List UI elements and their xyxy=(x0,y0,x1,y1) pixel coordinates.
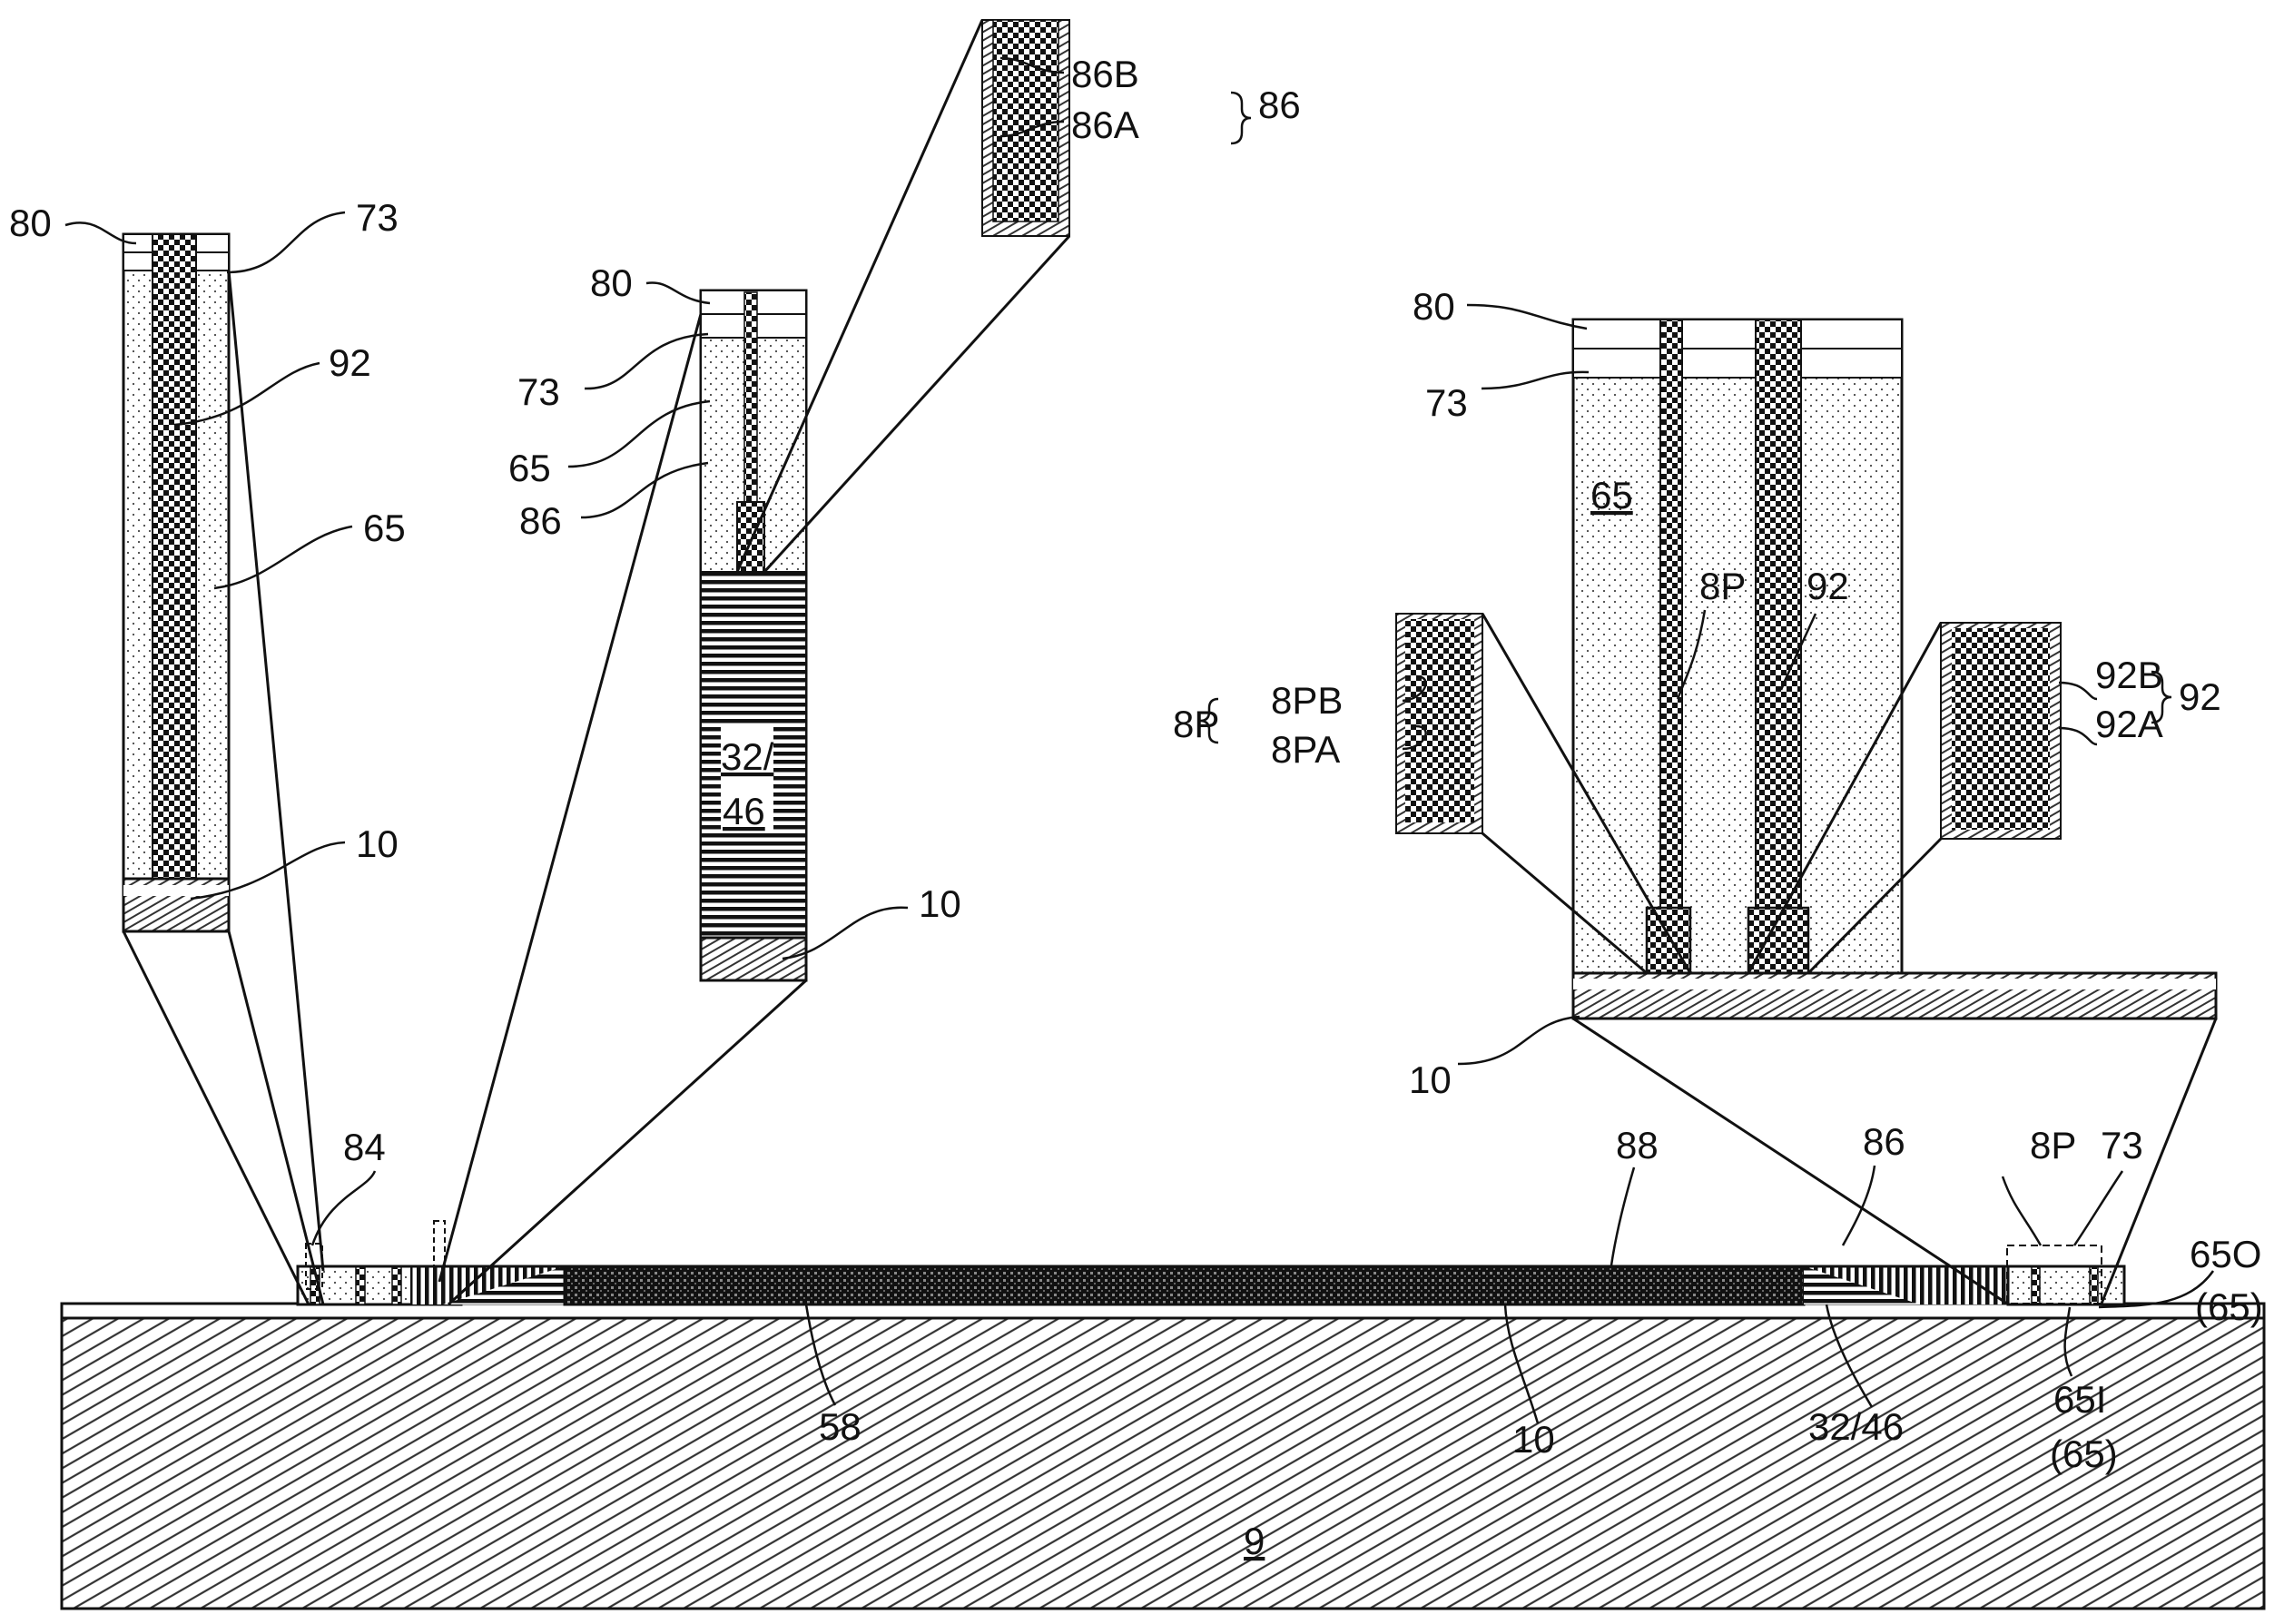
label-73-a: 73 xyxy=(356,196,399,239)
braces xyxy=(1199,91,2172,744)
inset-middle-column xyxy=(699,289,808,982)
contact-dashed-2 xyxy=(433,1220,446,1285)
inset-8P-zoom xyxy=(1395,613,1483,834)
label-10-b: 10 xyxy=(919,882,961,925)
label-65I: 65I xyxy=(2053,1378,2106,1421)
label-65O-paren: (65) xyxy=(2195,1285,2263,1328)
conductor-8P xyxy=(1659,319,1683,974)
label-86-b: 86 xyxy=(519,499,562,542)
inset-86-zoom xyxy=(981,19,1070,237)
labels: 80 73 92 65 10 80 73 65 86 32/ 46 10 86B… xyxy=(9,53,2263,1562)
label-46-b: 46 xyxy=(723,790,765,832)
label-8PA: 8PA xyxy=(1271,728,1340,771)
label-92A: 92A xyxy=(2095,703,2163,745)
label-65I-paren: (65) xyxy=(2050,1432,2118,1475)
label-86: 86 xyxy=(1258,84,1301,126)
label-65-a: 65 xyxy=(363,507,406,549)
inset-92-zoom xyxy=(1940,622,2062,840)
label-80-c: 80 xyxy=(1413,285,1455,328)
label-92: 92 xyxy=(2179,675,2221,718)
device-row xyxy=(296,1220,2126,1306)
label-80-b: 80 xyxy=(590,261,633,304)
label-65-b: 65 xyxy=(508,447,551,489)
label-65O: 65O xyxy=(2190,1233,2261,1275)
label-10-s: 10 xyxy=(1512,1418,1555,1461)
substrate-9 xyxy=(60,1302,2266,1610)
leader-lines xyxy=(64,56,2215,1424)
label-65-c: 65 xyxy=(1590,474,1633,517)
inset-left-column xyxy=(122,232,231,933)
label-92-c: 92 xyxy=(1807,565,1849,607)
label-92-a: 92 xyxy=(329,341,371,384)
conductor-92-right xyxy=(1755,319,1802,974)
label-9: 9 xyxy=(1244,1520,1265,1562)
staircase-right-slope xyxy=(1804,1266,1920,1304)
label-92B: 92B xyxy=(2095,654,2163,696)
label-73-b: 73 xyxy=(517,370,560,413)
layer-10-mid xyxy=(699,936,808,982)
label-73-c: 73 xyxy=(1425,381,1468,424)
label-80-a: 80 xyxy=(9,202,52,244)
label-32-46: 32/46 xyxy=(1808,1405,1904,1448)
conductor-92-left xyxy=(152,233,197,880)
right-contact-region xyxy=(2006,1265,2126,1306)
label-84: 84 xyxy=(343,1126,386,1168)
label-8P-c: 8P xyxy=(1699,565,1746,607)
label-10-a: 10 xyxy=(356,822,399,865)
label-8P-s: 8P xyxy=(2030,1124,2076,1166)
label-86A: 86A xyxy=(1071,103,1139,146)
detail-box-8P-dashed xyxy=(2006,1245,2102,1304)
label-32-b: 32/ xyxy=(721,735,774,778)
label-73-s: 73 xyxy=(2101,1124,2143,1166)
memory-array-58 xyxy=(563,1265,1806,1306)
staircase-left-slope xyxy=(443,1266,565,1304)
label-86-s: 86 xyxy=(1863,1120,1905,1163)
label-10-c: 10 xyxy=(1409,1058,1452,1101)
inset-right-big xyxy=(1571,318,2218,1020)
label-8P: 8P xyxy=(1173,703,1219,745)
label-58: 58 xyxy=(819,1405,861,1448)
label-86B: 86B xyxy=(1071,53,1139,95)
label-88: 88 xyxy=(1616,1124,1659,1166)
callout-lines xyxy=(122,19,2218,1306)
label-8PB: 8PB xyxy=(1271,679,1343,722)
